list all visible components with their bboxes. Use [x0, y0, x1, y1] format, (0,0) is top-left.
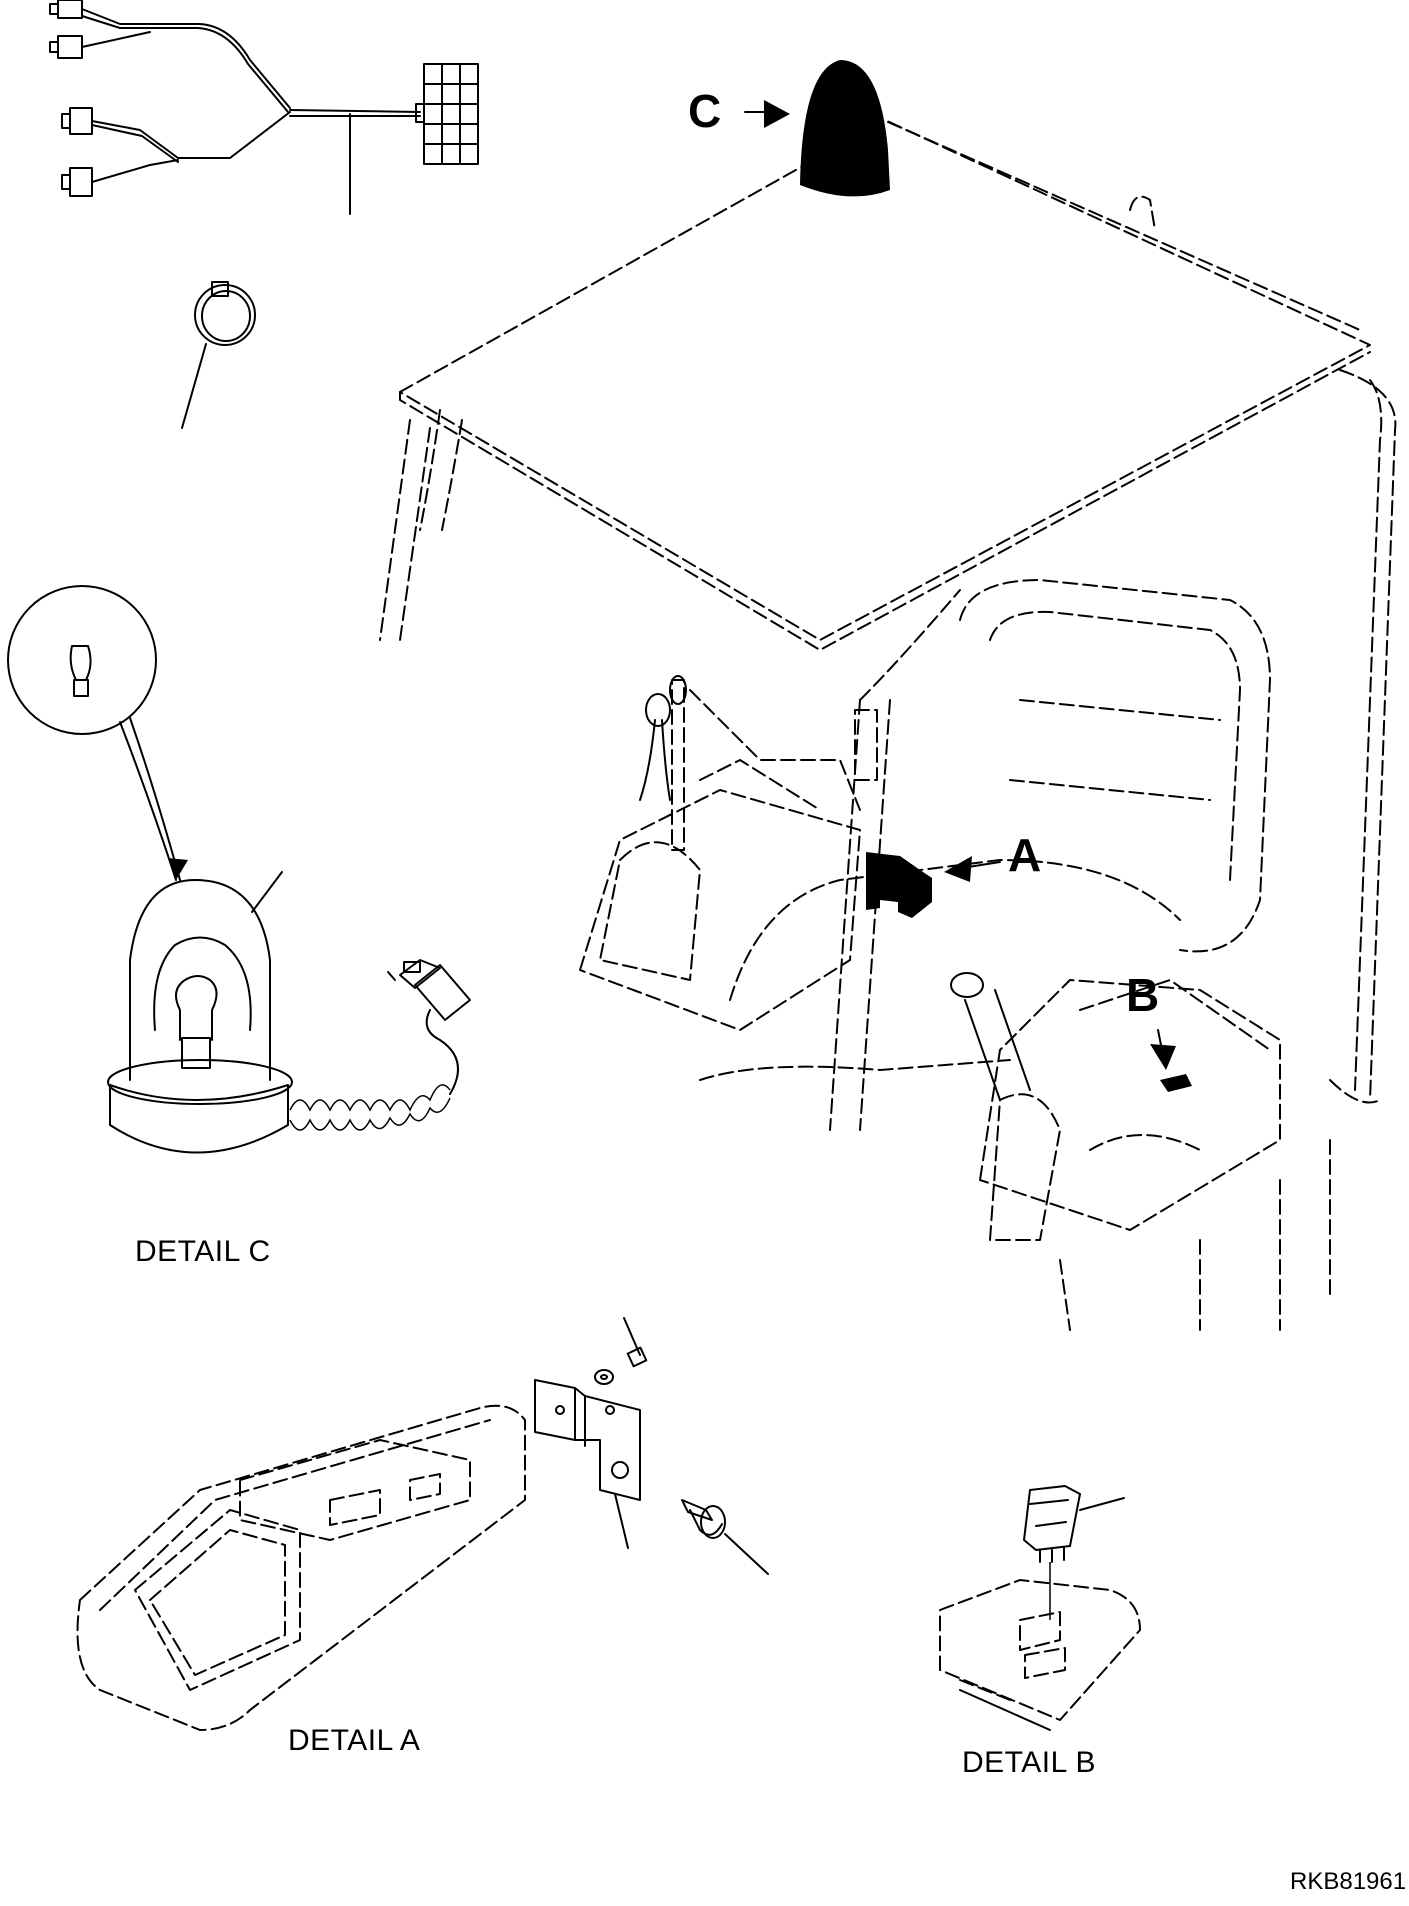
beacon-location-c [800, 60, 890, 197]
canopy-main-view [379, 60, 1397, 1331]
detail-b-label: DETAIL B [962, 1746, 1097, 1779]
washer [594, 1369, 614, 1385]
arrow-b-icon [1150, 1044, 1176, 1070]
cigarette-plug [387, 959, 471, 1021]
bulb-detail-circle [7, 585, 188, 881]
harness-connector-2 [49, 35, 83, 59]
wiring-harness [49, 0, 479, 215]
detail-b-parts [939, 1485, 1141, 1731]
switch-bracket [534, 1379, 641, 1549]
callout-b: B [1126, 969, 1160, 1021]
drawing-code: RKB81961 [1290, 1868, 1407, 1895]
callout-a: A [1008, 829, 1042, 881]
harness-connector-3 [61, 107, 93, 135]
cable-tie [181, 281, 256, 429]
beacon-switch-location-b [1160, 1074, 1192, 1092]
rotating-beacon [107, 871, 471, 1154]
bolt [623, 1317, 648, 1368]
rocker-switch [1023, 1485, 1125, 1620]
detail-a-parts [76, 1317, 769, 1731]
beacon-switch-location-a [866, 852, 932, 918]
detail-c-label: DETAIL C [135, 1235, 271, 1268]
detail-a-label: DETAIL A [288, 1724, 421, 1757]
harness-multipin-connector [415, 63, 479, 165]
harness-connector-1 [49, 0, 83, 19]
harness-connector-4 [61, 167, 93, 197]
arrow-head-icon [168, 858, 188, 880]
beacon-switch [681, 1499, 769, 1575]
arrow-a-icon [944, 856, 972, 882]
arrow-c-icon [764, 100, 790, 128]
callout-c: C [688, 85, 722, 137]
coiled-cord [289, 1009, 459, 1131]
